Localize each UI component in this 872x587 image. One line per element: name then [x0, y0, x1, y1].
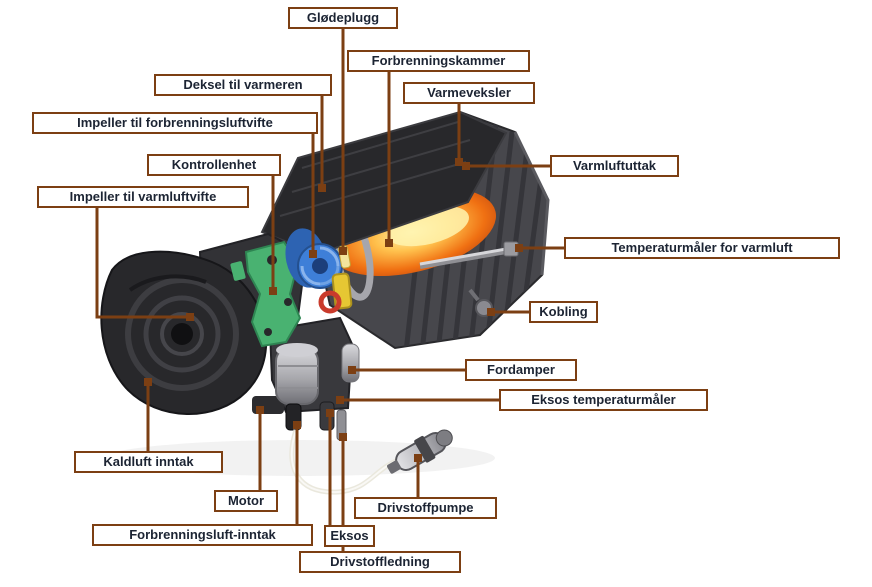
leader-forbrenningskammer	[385, 72, 393, 247]
label-eksos-temperaturmaler: Eksos temperaturmåler	[499, 389, 708, 411]
temp-sensor-rod	[419, 247, 513, 269]
evaporator-fitting	[341, 343, 360, 383]
label-impeller-forbrenningsluftvifte: Impeller til forbrenningsluftvifte	[32, 112, 318, 134]
leader-drivstoffpumpe	[414, 454, 422, 497]
leader-impeller-varmluftvifte	[95, 208, 194, 321]
leader-eksos	[326, 409, 334, 525]
label-kaldluft-inntak: Kaldluft inntak	[74, 451, 223, 473]
leader-temperaturmaler-varmluft	[515, 244, 564, 252]
label-forbrenningskammer: Forbrenningskammer	[347, 50, 530, 72]
leader-kontrollenhet	[269, 176, 277, 295]
leader-eksos-temperaturmaler	[336, 396, 499, 404]
leader-impeller-forbrenningsluftvifte	[309, 134, 317, 258]
leader-varmeveksler	[455, 104, 463, 166]
blower-spiral	[125, 277, 239, 391]
leader-kaldluft-inntak	[144, 378, 152, 451]
fuel-pump	[387, 429, 453, 474]
label-impeller-varmluftvifte: Impeller til varmluftvifte	[37, 186, 249, 208]
label-kobling: Kobling	[529, 301, 598, 323]
leader-forbrenningsluft-inntak	[293, 421, 301, 524]
leader-kobling	[487, 308, 529, 316]
label-deksel-til-varmeren: Deksel til varmeren	[154, 74, 332, 96]
label-drivstoffpumpe: Drivstoffpumpe	[354, 497, 497, 519]
label-drivstoffledning: Drivstoffledning	[299, 551, 461, 573]
leader-fordamper	[348, 366, 465, 374]
label-varmeveksler: Varmeveksler	[403, 82, 535, 104]
label-motor: Motor	[214, 490, 278, 512]
leader-lines	[95, 29, 564, 551]
label-forbrenningsluft-inntak: Forbrenningsluft-inntak	[92, 524, 313, 546]
leader-varmluftuttak	[462, 162, 550, 170]
label-kontrollenhet: Kontrollenhet	[147, 154, 281, 176]
seal-ring	[318, 290, 342, 314]
label-varmluftuttak: Varmluftuttak	[550, 155, 679, 177]
body-edge-highlight	[513, 131, 550, 276]
label-eksos: Eksos	[324, 525, 375, 547]
label-temperaturmaler-varmluft: Temperaturmåler for varmluft	[564, 237, 840, 259]
leader-deksel-til-varmeren	[318, 96, 326, 192]
label-fordamper: Fordamper	[465, 359, 577, 381]
label-glodeplugg: Glødeplugg	[288, 7, 398, 29]
leader-motor	[256, 406, 264, 490]
evaporator	[331, 272, 353, 310]
leader-glodeplugg	[339, 29, 347, 255]
